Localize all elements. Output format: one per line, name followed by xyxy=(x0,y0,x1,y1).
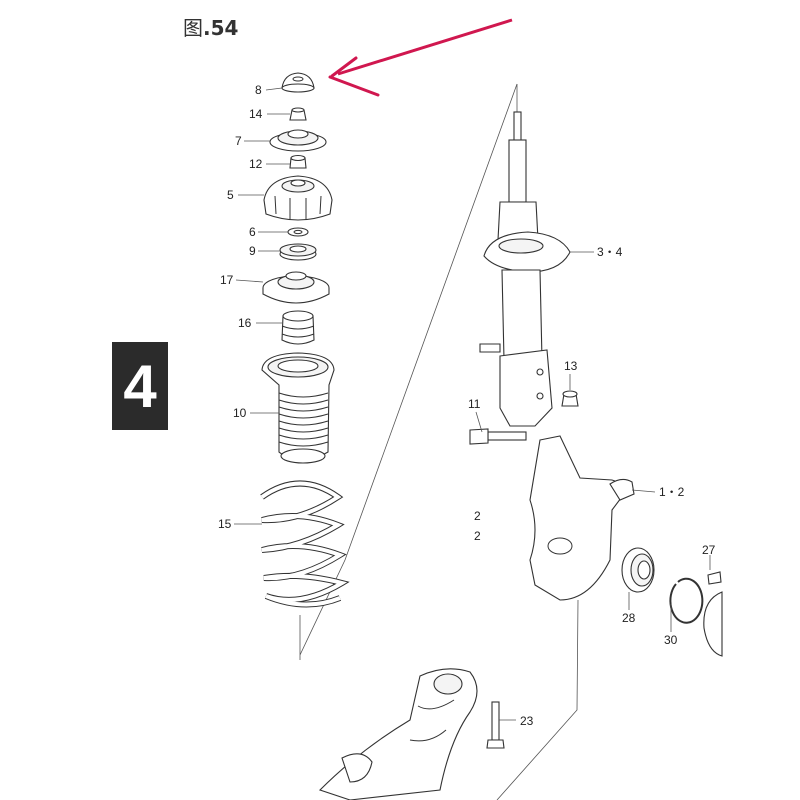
callout-1-2: 1・2 xyxy=(659,485,685,499)
part-23-bolt xyxy=(486,701,505,749)
part-5-top-mount xyxy=(263,175,333,221)
part-7-plate xyxy=(269,129,327,152)
callout-27: 27 xyxy=(702,543,716,557)
highlight-arrow xyxy=(328,18,513,97)
callout-9: 9 xyxy=(249,244,256,258)
lower-control-arm xyxy=(318,668,478,800)
callout-leaders xyxy=(234,87,711,721)
callout-7: 7 xyxy=(235,134,242,148)
figure-title: 图.54 xyxy=(183,12,238,41)
part-6-washer xyxy=(287,227,309,237)
part-16-bump-stop xyxy=(281,310,315,345)
figure-number: .54 xyxy=(203,16,239,40)
callout-16: 16 xyxy=(238,316,252,330)
part-1-2-knuckle xyxy=(529,435,635,601)
part-15-coil-spring xyxy=(260,480,350,608)
callout-2-lower: 2 xyxy=(474,529,481,543)
part-10-dust-boot xyxy=(261,352,335,464)
callout-10: 10 xyxy=(233,406,247,420)
callout-17: 17 xyxy=(220,273,234,287)
part-27-hub xyxy=(703,571,723,657)
part-30-snap-ring xyxy=(669,577,704,624)
part-17-spring-seat xyxy=(262,271,330,304)
callout-13: 13 xyxy=(564,359,578,373)
callout-5: 5 xyxy=(227,188,234,202)
part-14-nut xyxy=(289,107,307,121)
callout-6: 6 xyxy=(249,225,256,239)
part-28-bearing xyxy=(621,547,655,593)
part-11-bolt xyxy=(469,428,527,445)
callout-14: 14 xyxy=(249,107,263,121)
part-3-4-strut xyxy=(479,111,571,427)
callout-8: 8 xyxy=(255,83,262,97)
part-8-cap xyxy=(281,72,315,93)
figure-prefix: 图 xyxy=(183,16,203,40)
part-9-bearing xyxy=(279,243,317,261)
callout-3-4: 3・4 xyxy=(597,245,623,259)
section-badge: 4 xyxy=(112,342,168,430)
callout-2-upper: 2 xyxy=(474,509,481,523)
callout-11: 11 xyxy=(468,397,481,411)
callout-23: 23 xyxy=(520,714,534,728)
part-13-nut xyxy=(561,390,579,407)
callout-28: 28 xyxy=(622,611,636,625)
callout-labels: 8 14 7 12 5 6 9 17 16 10 15 3・4 13 11 1・… xyxy=(218,83,716,728)
callout-12: 12 xyxy=(249,157,263,171)
part-12-nut xyxy=(289,154,307,169)
callout-15: 15 xyxy=(218,517,232,531)
callout-30: 30 xyxy=(664,633,678,647)
